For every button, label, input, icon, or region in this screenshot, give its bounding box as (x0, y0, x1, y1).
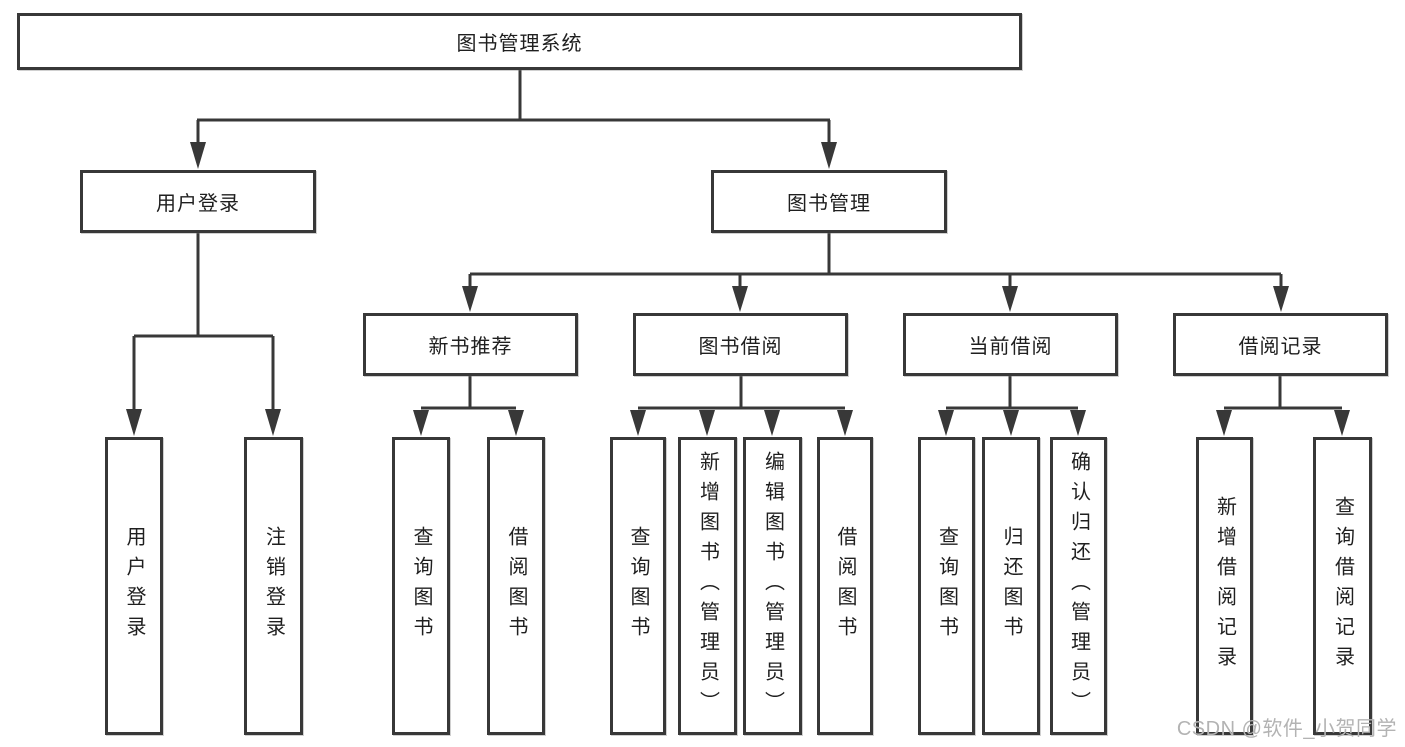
leaf-label: 确认归还（管理员） (1067, 451, 1090, 721)
node-book-borrow: 图书借阅 (633, 313, 848, 376)
connector-book-borrow-children (630, 376, 853, 436)
connector-current-borrow-children (938, 376, 1086, 436)
leaf-label: 编辑图书（管理员） (761, 451, 784, 721)
leaf-borrow-borrow-books: 借阅图书 (817, 437, 873, 735)
connector-new-book-recommend-children (413, 376, 524, 436)
connector-book-management-children (462, 233, 1289, 312)
node-label: 当前借阅 (968, 336, 1053, 358)
node-label: 新书推荐 (428, 336, 513, 358)
connector-user-login-children (126, 233, 281, 436)
csdn-watermark: CSDN @软件_小贺同学 (1176, 718, 1397, 740)
leaf-label: 用户登录 (123, 526, 145, 646)
leaf-label: 新增借阅记录 (1213, 496, 1236, 676)
leaf-user-login: 用户登录 (105, 437, 163, 735)
node-label: 用户登录 (156, 193, 240, 215)
leaf-label: 查询图书 (627, 526, 649, 646)
node-borrow-record: 借阅记录 (1173, 313, 1388, 376)
leaf-label: 查询图书 (410, 526, 432, 646)
node-label: 图书借阅 (698, 336, 783, 358)
leaf-record-query-borrow-record: 查询借阅记录 (1313, 437, 1372, 735)
leaf-recommend-borrow-books: 借阅图书 (487, 437, 545, 735)
leaf-label: 借阅图书 (505, 526, 527, 646)
leaf-current-query-books: 查询图书 (918, 437, 975, 735)
node-label: 图书管理系统 (456, 33, 583, 55)
leaf-logout: 注销登录 (244, 437, 303, 735)
leaf-label: 查询借阅记录 (1331, 496, 1354, 676)
leaf-label: 借阅图书 (834, 526, 856, 646)
leaf-label: 新增图书（管理员） (696, 451, 719, 721)
leaf-borrow-query-books: 查询图书 (610, 437, 666, 735)
node-label: 借阅记录 (1238, 336, 1323, 358)
leaf-label: 查询图书 (935, 526, 958, 646)
node-current-borrow: 当前借阅 (903, 313, 1118, 376)
node-label: 图书管理 (787, 193, 871, 215)
leaf-label: 注销登录 (262, 526, 285, 646)
leaf-current-confirm-return-admin: 确认归还（管理员） (1050, 437, 1107, 735)
leaf-record-add-borrow-record: 新增借阅记录 (1196, 437, 1253, 735)
leaf-current-return-books: 归还图书 (982, 437, 1040, 735)
leaf-borrow-add-books-admin: 新增图书（管理员） (678, 437, 737, 735)
leaf-borrow-edit-books-admin: 编辑图书（管理员） (743, 437, 802, 735)
node-user-login: 用户登录 (80, 170, 316, 233)
connector-root-to-level2 (190, 70, 837, 169)
connector-borrow-record-children (1216, 376, 1350, 436)
node-new-book-recommend: 新书推荐 (363, 313, 578, 376)
node-book-management: 图书管理 (711, 170, 947, 233)
leaf-recommend-query-books: 查询图书 (392, 437, 450, 735)
leaf-label: 归还图书 (1000, 526, 1022, 646)
node-library-management-system: 图书管理系统 (17, 13, 1022, 70)
